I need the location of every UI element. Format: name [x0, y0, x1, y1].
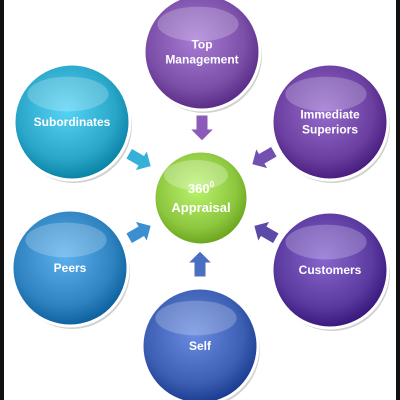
subordinates-circle — [12, 62, 132, 182]
top-management-arrow — [188, 114, 216, 142]
top-management-highlight — [157, 6, 239, 42]
customers-highlight — [285, 224, 367, 260]
self-arrow — [186, 250, 214, 278]
center-label-line1: 3600 — [188, 180, 215, 196]
immediate-superiors-highlight — [285, 76, 367, 112]
subordinates-highlight — [27, 76, 109, 112]
subordinates-label-1: Subordinates — [34, 115, 111, 129]
node-self: Self — [140, 286, 260, 400]
peers-label-1: Peers — [54, 261, 87, 275]
center-node: 3600 Appraisal — [152, 149, 250, 247]
subordinates-arrow — [125, 147, 152, 172]
nodes-layer: TopManagementImmediateSuperiorsCustomers… — [10, 0, 390, 400]
node-peers: Peers — [10, 208, 130, 329]
peers-highlight — [25, 222, 107, 258]
immediate-superiors-label-2: Superiors — [302, 123, 358, 137]
customers-label-1: Customers — [299, 263, 362, 277]
customers-circle — [270, 210, 390, 330]
immediate-superiors-arrow — [251, 145, 278, 170]
center-label-sup: 0 — [210, 180, 215, 189]
node-customers: Customers — [270, 210, 390, 331]
peers-circle — [10, 208, 130, 328]
arrows-layer — [125, 114, 280, 278]
left-border — [0, 0, 4, 400]
self-highlight — [155, 300, 237, 336]
self-label-1: Self — [189, 339, 212, 353]
self-circle — [140, 286, 260, 400]
immediate-superiors-circle — [270, 62, 390, 182]
center-circle — [152, 149, 250, 247]
top-management-label-2: Management — [165, 53, 238, 67]
customers-arrow — [253, 220, 280, 245]
peers-arrow — [125, 220, 152, 245]
center-label-main: 360 — [188, 181, 210, 196]
center-label-line2: Appraisal — [171, 200, 230, 215]
node-subordinates: Subordinates — [12, 62, 132, 183]
immediate-superiors-label-1: Immediate — [300, 108, 360, 122]
center-highlight — [164, 160, 228, 190]
top-management-label-1: Top — [191, 38, 212, 52]
top-management-circle — [142, 0, 262, 112]
right-border — [396, 0, 400, 400]
